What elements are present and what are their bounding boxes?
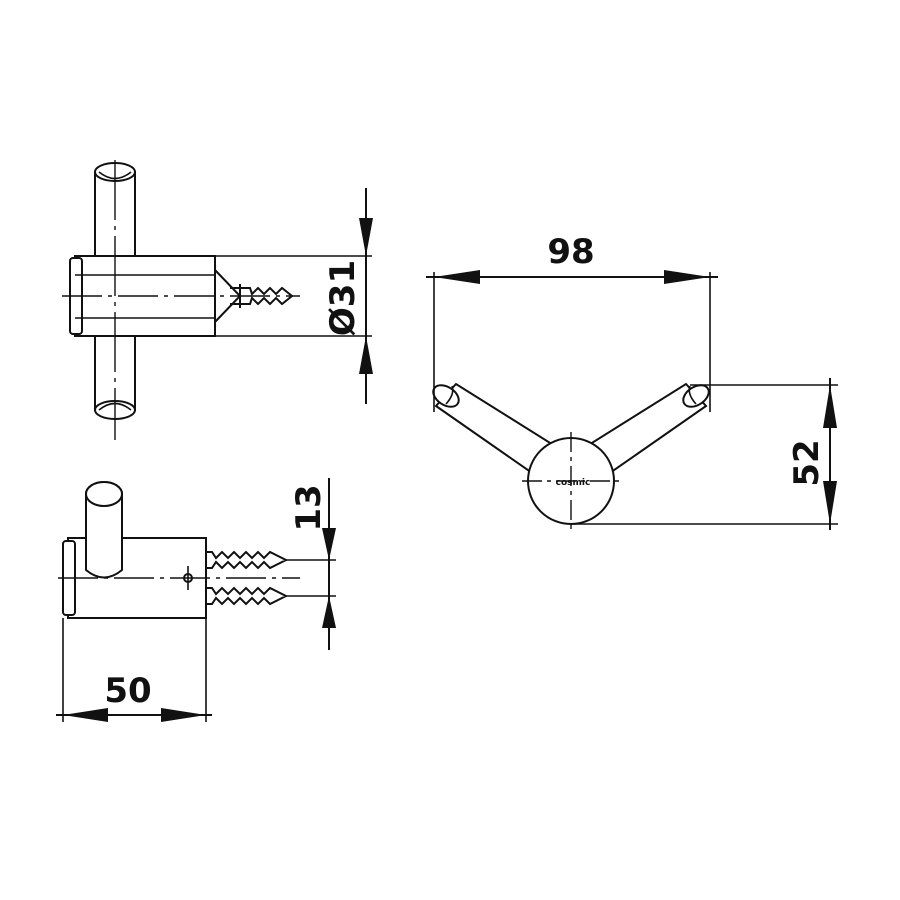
height-dimension: 52 [574, 378, 838, 530]
width-dimension: 98 [426, 232, 718, 412]
brand-logo: cosmic [556, 478, 591, 488]
spacing-dimension: 13 [286, 478, 336, 650]
side-screw-top [206, 550, 289, 570]
depth-label: 50 [104, 671, 151, 711]
width-label: 98 [547, 232, 594, 272]
diameter-label: Ø31 [323, 260, 363, 336]
side-screw-bottom [206, 586, 289, 606]
depth-dimension: 50 [56, 618, 212, 722]
front-view: Ø31 [62, 160, 373, 440]
diameter-dimension: Ø31 [215, 188, 373, 404]
side-view: 13 50 [56, 478, 336, 722]
top-view: cosmic 98 52 [426, 232, 838, 530]
spacing-label: 13 [289, 484, 329, 531]
height-label: 52 [787, 439, 827, 486]
